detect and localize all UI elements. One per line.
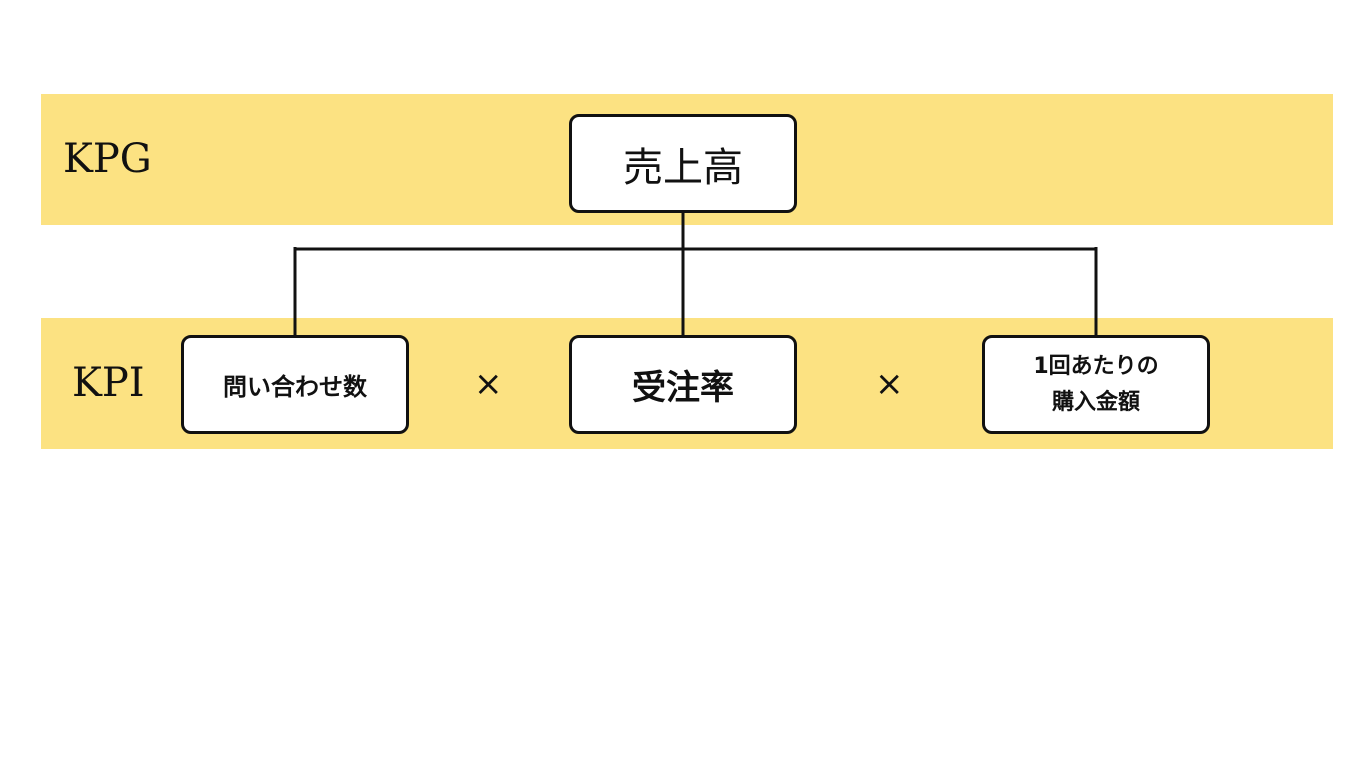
kpi-label: KPI <box>72 360 145 406</box>
kpg-label: KPG <box>63 136 152 182</box>
node-purchase-amount: 1回あたりの 購入金額 <box>982 335 1210 434</box>
node-purchase-line2: 購入金額 <box>1051 389 1140 415</box>
node-sales-label: 売上高 <box>623 144 743 191</box>
node-order-rate: 受注率 <box>569 335 797 434</box>
node-purchase-line1: 1回あたりの <box>1033 354 1159 380</box>
multiply-sign-1: × <box>474 364 503 404</box>
multiply-sign-2: × <box>875 364 904 404</box>
node-inquiries-label: 問い合わせ数 <box>223 373 367 401</box>
node-sales: 売上高 <box>569 114 797 213</box>
node-inquiries: 問い合わせ数 <box>181 335 409 434</box>
node-order-rate-label: 受注率 <box>632 368 734 408</box>
